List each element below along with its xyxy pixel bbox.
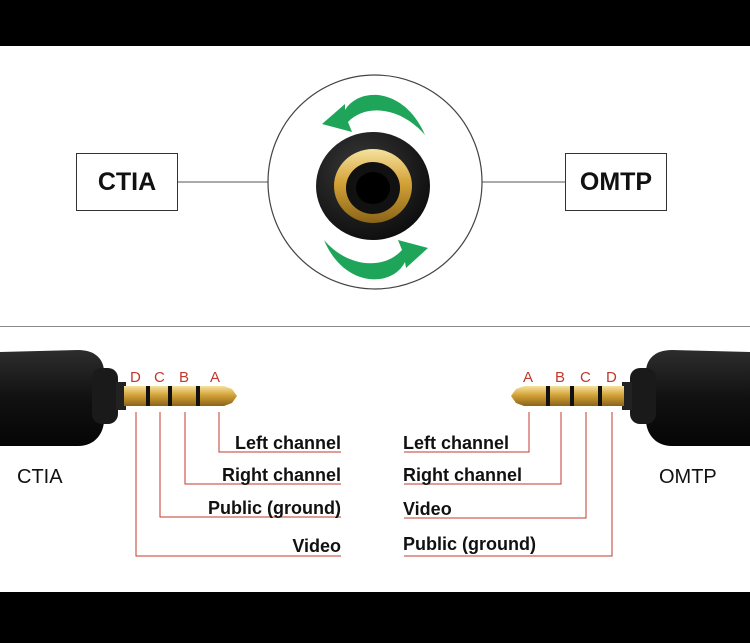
omtp-contact-b: B <box>555 369 566 386</box>
omtp-function-left-channel: Left channel <box>403 433 510 453</box>
ctia-function-left-channel: Left channel <box>234 433 341 453</box>
ctia-contact-a: A <box>210 369 221 386</box>
ctia-contact-b: B <box>179 369 190 386</box>
rotate-arrows-icon <box>322 94 428 280</box>
bottom-panel <box>0 327 750 592</box>
omtp-function-ground: Public (ground) <box>403 534 536 554</box>
ctia-contact-d: D <box>130 369 141 386</box>
omtp-function-right-channel: Right channel <box>403 465 523 485</box>
omtp-contact-a: A <box>523 369 534 386</box>
ctia-standard-box: CTIA <box>76 153 178 211</box>
omtp-leader-lines <box>404 412 613 557</box>
ctia-function-right-channel: Right channel <box>221 465 341 485</box>
ctia-function-video: Video <box>292 536 341 556</box>
ctia-leader-lines <box>135 412 341 557</box>
ctia-plug <box>0 350 237 446</box>
ctia-contact-c: C <box>154 369 165 386</box>
omtp-contact-c: C <box>580 369 591 386</box>
section-divider <box>0 326 750 327</box>
audio-socket-icon <box>316 132 430 240</box>
ctia-function-ground: Public (ground) <box>208 498 341 518</box>
omtp-function-video: Video <box>403 499 452 519</box>
omtp-contact-d: D <box>606 369 617 386</box>
omtp-plug <box>511 350 750 446</box>
omtp-standard-box: OMTP <box>565 153 667 211</box>
ctia-plug-label: CTIA <box>17 466 63 488</box>
omtp-plug-label: OMTP <box>659 466 717 488</box>
